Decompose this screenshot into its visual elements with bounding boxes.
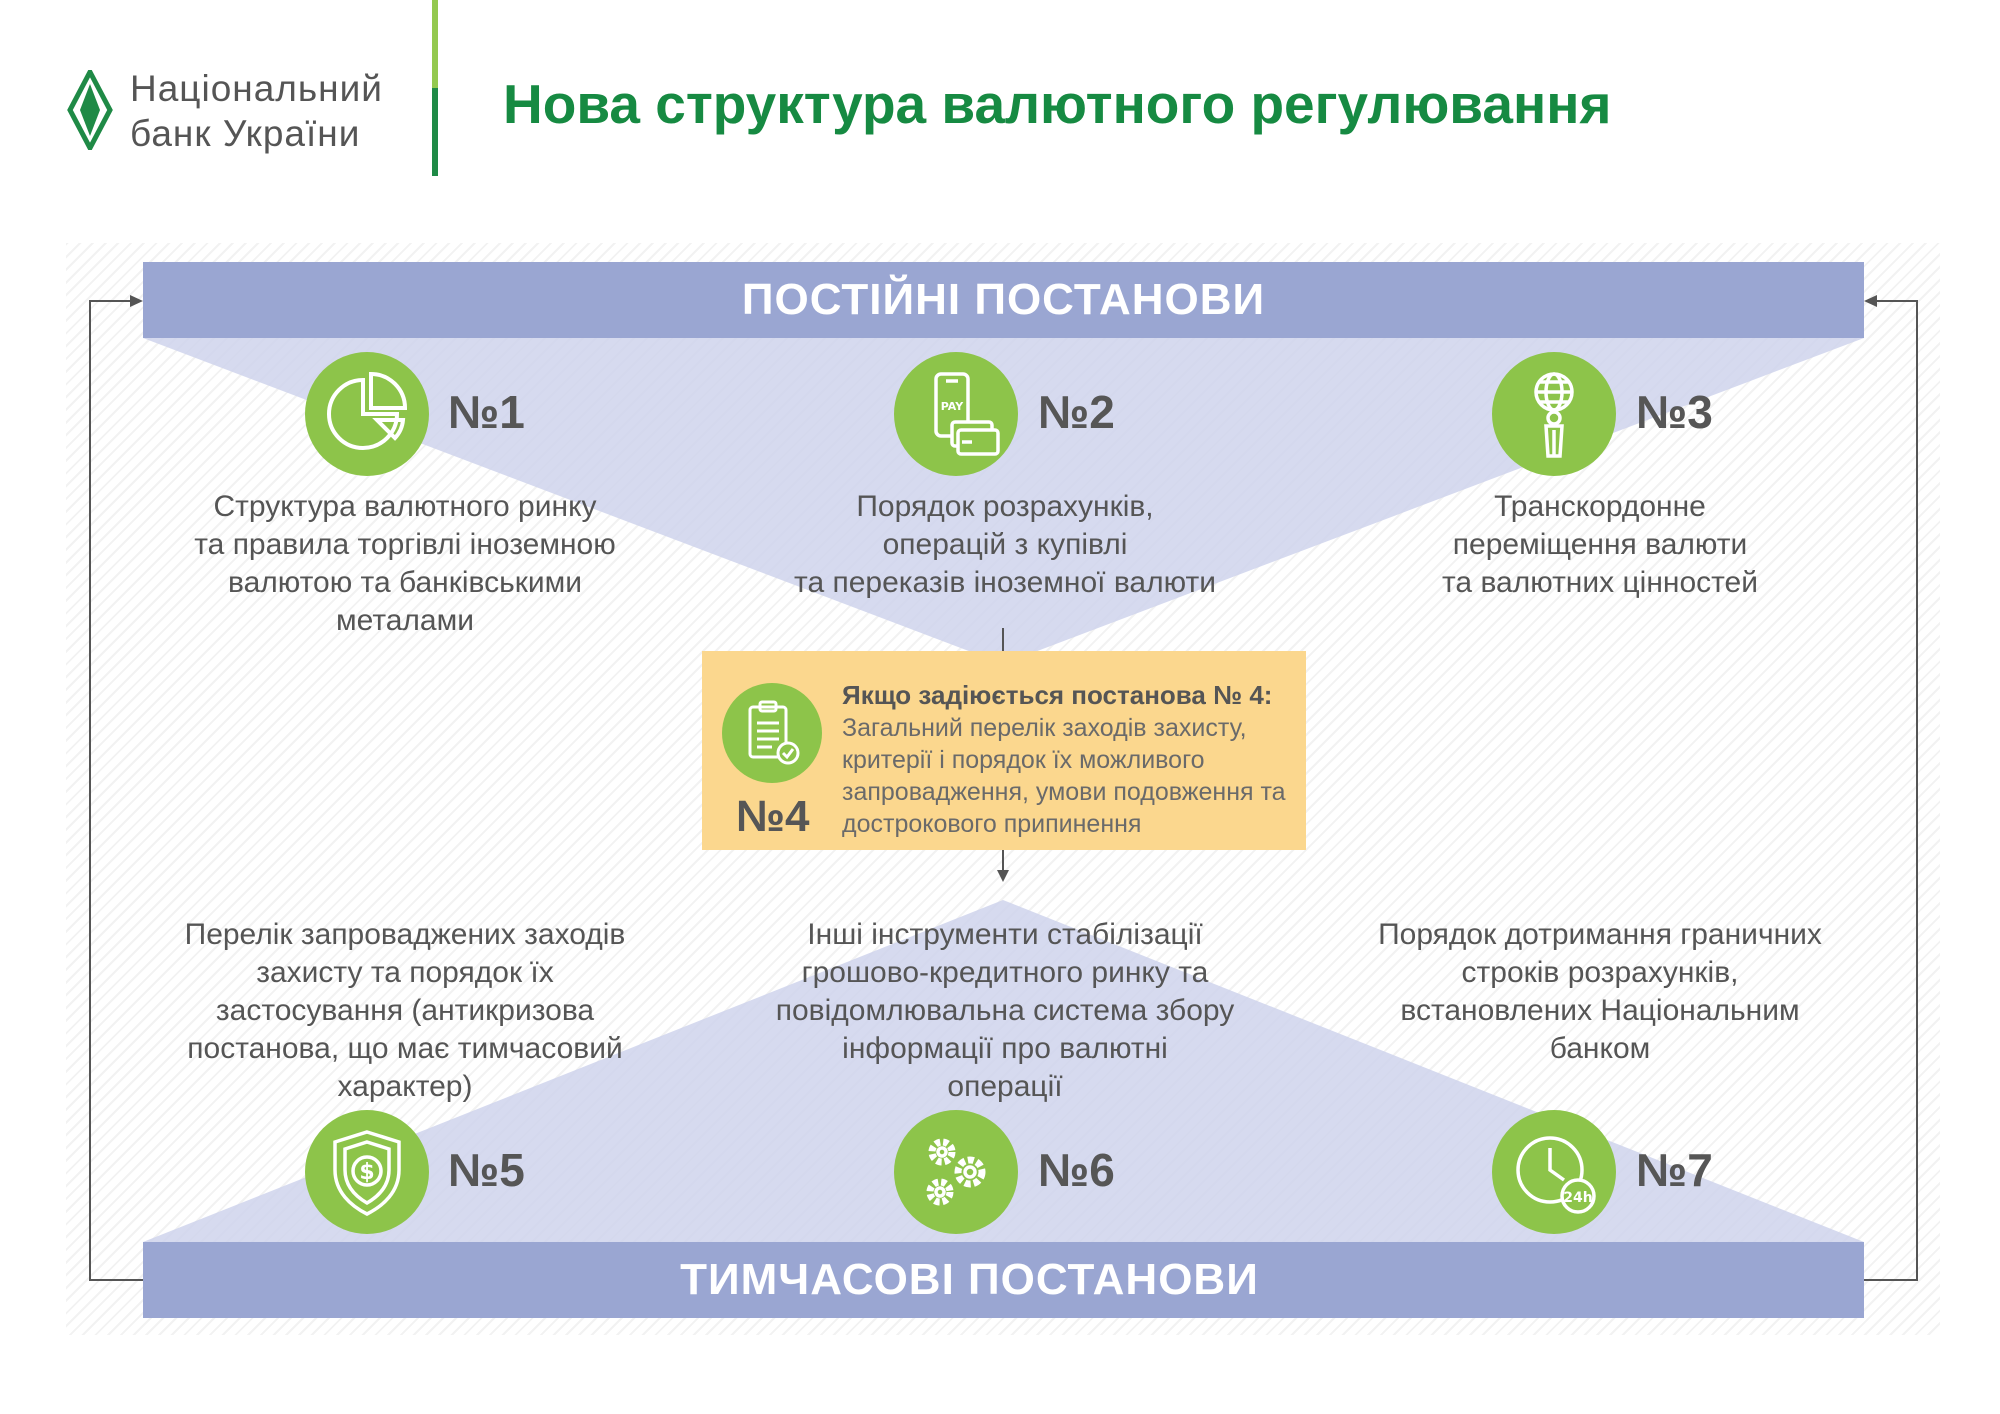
item-1-number: №1 <box>448 386 525 438</box>
item-2-number: №2 <box>1038 386 1115 438</box>
item-5-number: №5 <box>448 1144 525 1196</box>
item-6-line: повідомлювальна система збору <box>775 994 1235 1027</box>
item-5-line: застосування (антикризова <box>215 994 595 1027</box>
item-4-number: №4 <box>736 792 810 841</box>
top-triangle <box>143 338 1864 664</box>
globe-person-icon <box>1492 352 1616 476</box>
item-7-line: строків розрахунків, <box>1461 956 1739 989</box>
left-loop-line <box>89 300 143 1281</box>
item-7-line: банком <box>1549 1032 1651 1065</box>
item-3-line: Транскордонне <box>1494 490 1706 523</box>
item-5-line: постанова, що має тимчасовий <box>187 1032 623 1065</box>
item-3-line: та валютних цінностей <box>1442 566 1758 599</box>
item-2-description: Порядок розрахунків, операцій з купівлі … <box>750 488 1260 602</box>
item-1-line: валютою та банківськими <box>227 566 582 599</box>
logo-text: Національний банк України <box>130 66 383 156</box>
clipboard-check-icon <box>722 683 822 783</box>
item-2-line: та переказів іноземної валюти <box>794 566 1216 599</box>
item-3-line: переміщення валюти <box>1452 528 1748 561</box>
item-1-line: Структура валютного ринку <box>213 490 597 523</box>
temporary-resolutions-bar: ТИМЧАСОВІ ПОСТАНОВИ <box>143 1242 1864 1318</box>
item-2-line: Порядок розрахунків, <box>856 490 1154 523</box>
mobile-pay-cards-icon: PAY <box>894 352 1018 476</box>
gears-icon <box>894 1110 1018 1234</box>
item-5-line: Перелік запроваджених заходів <box>184 918 626 951</box>
item-1-description: Структура валютного ринку та правила тор… <box>160 488 650 640</box>
right-loop-line <box>1864 300 1918 1281</box>
item-5-line: захисту та порядок їх <box>256 956 554 989</box>
clock-24h-icon: 24h <box>1492 1110 1616 1234</box>
item-7-description: Порядок дотримання граничних строків роз… <box>1345 916 1855 1068</box>
header-divider <box>432 0 438 88</box>
item-5-description: Перелік запроваджених заходів захисту та… <box>150 916 660 1106</box>
item-6-line: операції <box>947 1070 1063 1103</box>
pie-chart-icon <box>305 352 429 476</box>
item-2-line: операцій з купівлі <box>882 528 1128 561</box>
item-3-number: №3 <box>1636 386 1713 438</box>
arrow-from-box4-head <box>997 870 1009 882</box>
item-6-line: Інші інструменти стабілізації <box>807 918 1203 951</box>
item-5-line: характер) <box>337 1070 473 1103</box>
permanent-resolutions-bar: ПОСТІЙНІ ПОСТАНОВИ <box>143 262 1864 338</box>
svg-text:PAY: PAY <box>941 400 965 413</box>
item-1-line: та правила торгівлі іноземною <box>194 528 616 561</box>
item-6-line: грошово-кредитного ринку та <box>801 956 1209 989</box>
svg-text:24h: 24h <box>1563 1190 1592 1206</box>
right-loop-arrowhead <box>1864 295 1877 307</box>
shield-dollar-icon: $ <box>305 1110 429 1234</box>
left-loop-arrowhead <box>130 295 143 307</box>
item-6-line: інформації про валютні <box>842 1032 1168 1065</box>
item-6-number: №6 <box>1038 1144 1115 1196</box>
svg-text:$: $ <box>359 1160 374 1185</box>
item-6-description: Інші інструменти стабілізації грошово-кр… <box>740 916 1270 1106</box>
header-divider-accent <box>432 88 438 176</box>
item-7-line: Порядок дотримання граничних <box>1378 918 1822 951</box>
item-7-number: №7 <box>1636 1144 1713 1196</box>
bottom-triangle <box>143 900 1864 1242</box>
nbu-logo-icon <box>67 70 113 150</box>
page-title: Нова структура валютного регулювання <box>503 73 1612 135</box>
logo-line-2: банк України <box>130 113 361 154</box>
item-3-description: Транскордонне переміщення валюти та валю… <box>1350 488 1850 602</box>
box4-body: Загальний перелік заходів захисту, крите… <box>842 714 1286 838</box>
item-7-line: встановлених Національним <box>1400 994 1800 1027</box>
box4-heading: Якщо задіюється постанова № 4: <box>842 680 1273 710</box>
logo-line-1: Національний <box>130 68 383 109</box>
item-1-line: металами <box>336 604 474 637</box>
